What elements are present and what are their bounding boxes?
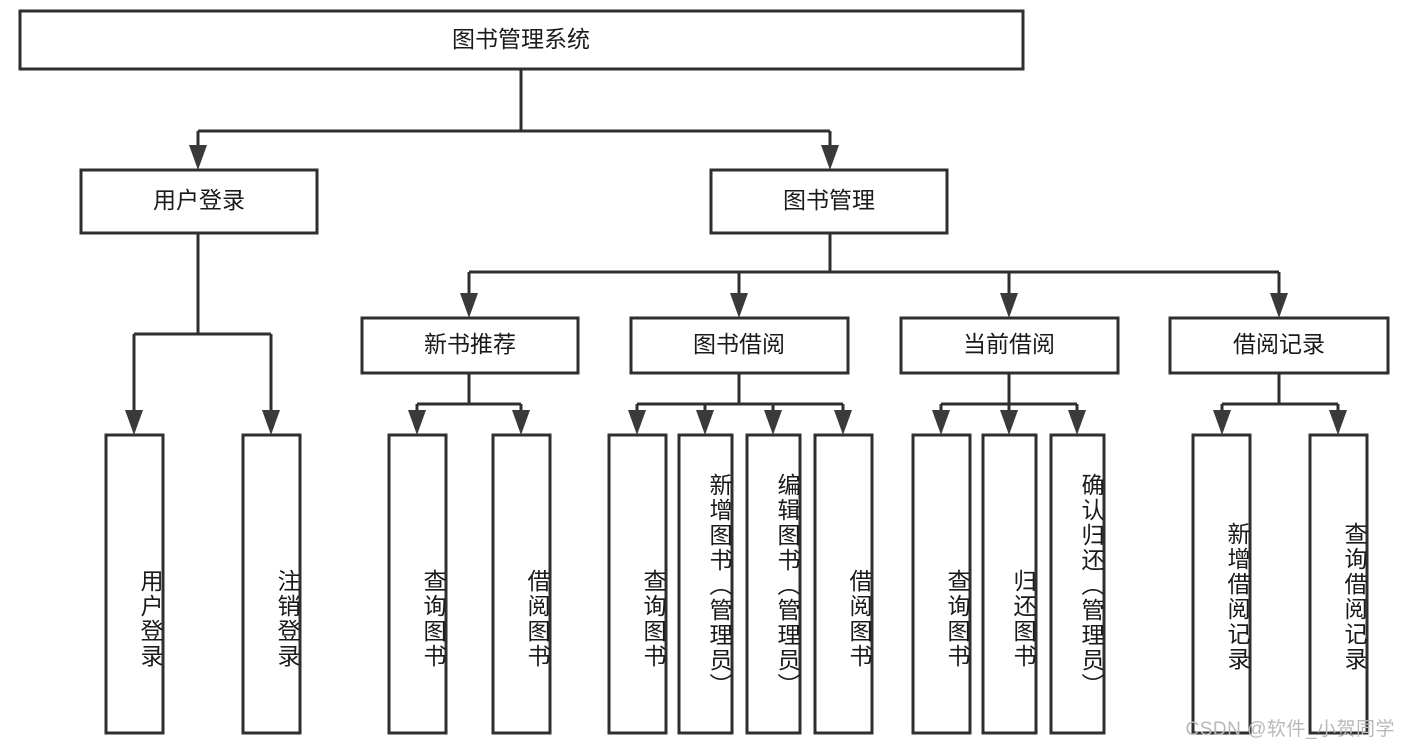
node-leaf-confirm-return-label: 确认归还（管理员） [1078,472,1104,698]
node-book-management[interactable]: 图书管理 [709,168,949,235]
node-leaf-return-book-rect[interactable] [981,433,1038,735]
node-root[interactable]: 图书管理系统 [18,9,1025,71]
arrow-head-new-book-recommend [460,293,478,318]
connector-group-current-borrow [932,373,1086,435]
node-leaf-query-book-3-rect[interactable] [911,433,972,735]
connector-group-new-book-recommend [408,373,530,435]
arrow-head-leaf-add-book [696,410,714,435]
arrow-head-borrow-record [1270,293,1288,318]
node-leaf-borrow-book-1-label: 借阅图书 [524,569,550,669]
node-book-management-rect[interactable] [709,168,949,235]
node-book-management-label: 图书管理 [783,187,875,213]
node-current-borrow[interactable]: 当前借阅 [899,316,1120,375]
node-new-book-recommend-rect[interactable] [360,316,580,375]
arrow-head-leaf-return-book [1000,410,1018,435]
node-borrow-record[interactable]: 借阅记录 [1168,316,1390,375]
arrow-head-leaf-confirm-return [1068,410,1086,435]
arrow-head-leaf-borrow-book-2 [834,410,852,435]
node-book-borrow-rect[interactable] [629,316,850,375]
node-user-login-rect[interactable] [79,168,319,235]
node-borrow-record-rect[interactable] [1168,316,1390,375]
node-leaf-user-login-label: 用户登录 [137,569,163,669]
node-borrow-record-label: 借阅记录 [1233,331,1325,357]
node-book-borrow-label: 图书借阅 [693,331,785,357]
arrow-head-leaf-query-book-3 [932,410,950,435]
node-current-borrow-label: 当前借阅 [963,331,1055,357]
node-root-label: 图书管理系统 [452,26,590,52]
arrow-head-book-borrow [730,293,748,318]
node-leaf-add-book-rect[interactable] [677,433,734,735]
node-leaf-borrow-book-2-label: 借阅图书 [846,569,872,669]
node-new-book-recommend-label: 新书推荐 [424,331,516,357]
connector-group-book-borrow [628,373,852,435]
arrow-head-leaf-add-borrow-record [1213,410,1231,435]
node-leaf-add-borrow-record-label: 新增借阅记录 [1224,521,1250,672]
arrow-head-leaf-logout-login [262,410,280,435]
arrow-head-leaf-query-borrow-record [1329,410,1347,435]
node-leaf-query-book-1-label: 查询图书 [420,569,446,669]
connector-group-root [189,69,839,170]
connector-group-borrow-record [1213,373,1347,435]
node-user-login[interactable]: 用户登录 [79,168,319,235]
node-leaf-query-book-2-rect[interactable] [607,433,668,735]
arrow-head-book-management [821,145,839,170]
node-book-borrow[interactable]: 图书借阅 [629,316,850,375]
node-leaf-query-book-1-rect[interactable] [387,433,448,735]
node-leaf-logout-login-rect[interactable] [241,433,302,735]
node-new-book-recommend[interactable]: 新书推荐 [360,316,580,375]
connector-group-book-management [460,233,1288,318]
node-leaf-logout-login-label: 注销登录 [274,569,300,669]
node-leaf-borrow-book-1-rect[interactable] [491,433,552,735]
arrow-head-leaf-query-book-1 [408,410,426,435]
node-leaf-query-book-3-label: 查询图书 [944,569,970,669]
node-leaf-edit-book-rect[interactable] [745,433,802,735]
node-leaf-return-book-label: 归还图书 [1010,569,1036,669]
node-leaf-user-login-rect[interactable] [104,433,165,735]
connector-group-user-login [125,233,280,435]
node-user-login-label: 用户登录 [153,187,245,213]
arrow-head-leaf-user-login [125,410,143,435]
arrow-head-leaf-edit-book [764,410,782,435]
node-leaf-borrow-book-2-rect[interactable] [813,433,874,735]
node-current-borrow-rect[interactable] [899,316,1120,375]
node-leaf-query-book-2-label: 查询图书 [640,569,666,669]
node-leaf-add-book-label: 新增图书（管理员） [706,472,732,698]
arrow-head-leaf-borrow-book-1 [512,410,530,435]
node-leaf-query-borrow-record-label: 查询借阅记录 [1341,521,1367,672]
node-leaf-add-borrow-record-rect[interactable] [1191,433,1252,735]
arrow-head-leaf-query-book-2 [628,410,646,435]
node-root-rect[interactable] [18,9,1025,71]
node-leaf-confirm-return-rect[interactable] [1049,433,1106,735]
arrow-head-current-borrow [1000,293,1018,318]
leaf-rect-group [104,433,1369,735]
node-leaf-query-borrow-record-rect[interactable] [1308,433,1369,735]
arrow-head-user-login [189,145,207,170]
node-leaf-edit-book-label: 编辑图书（管理员） [774,472,800,698]
